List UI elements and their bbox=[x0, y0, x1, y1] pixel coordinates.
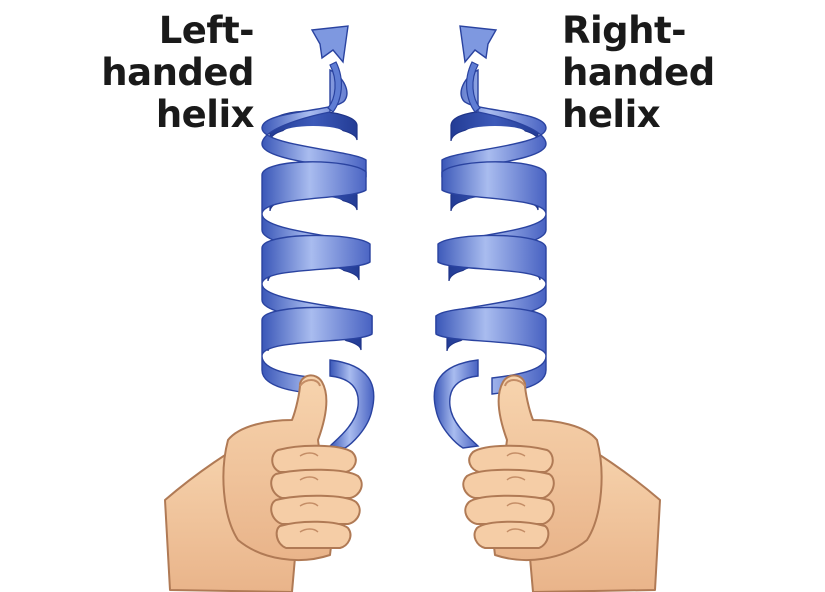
arrowhead-icon bbox=[312, 26, 348, 62]
arrowhead-icon bbox=[460, 26, 496, 62]
right-helix-ribbon-icon bbox=[434, 26, 546, 448]
left-label-line1: Left-handed bbox=[14, 10, 254, 94]
right-label-line2: helix bbox=[562, 94, 822, 136]
right-handed-helix-label: Right-handed helix bbox=[562, 10, 822, 136]
left-label-line2: helix bbox=[14, 94, 254, 136]
left-handed-helix-label: Left-handed helix bbox=[14, 10, 254, 136]
right-hand-icon bbox=[463, 375, 660, 592]
left-hand-icon bbox=[165, 375, 362, 592]
right-label-line1: Right-handed bbox=[562, 10, 822, 94]
